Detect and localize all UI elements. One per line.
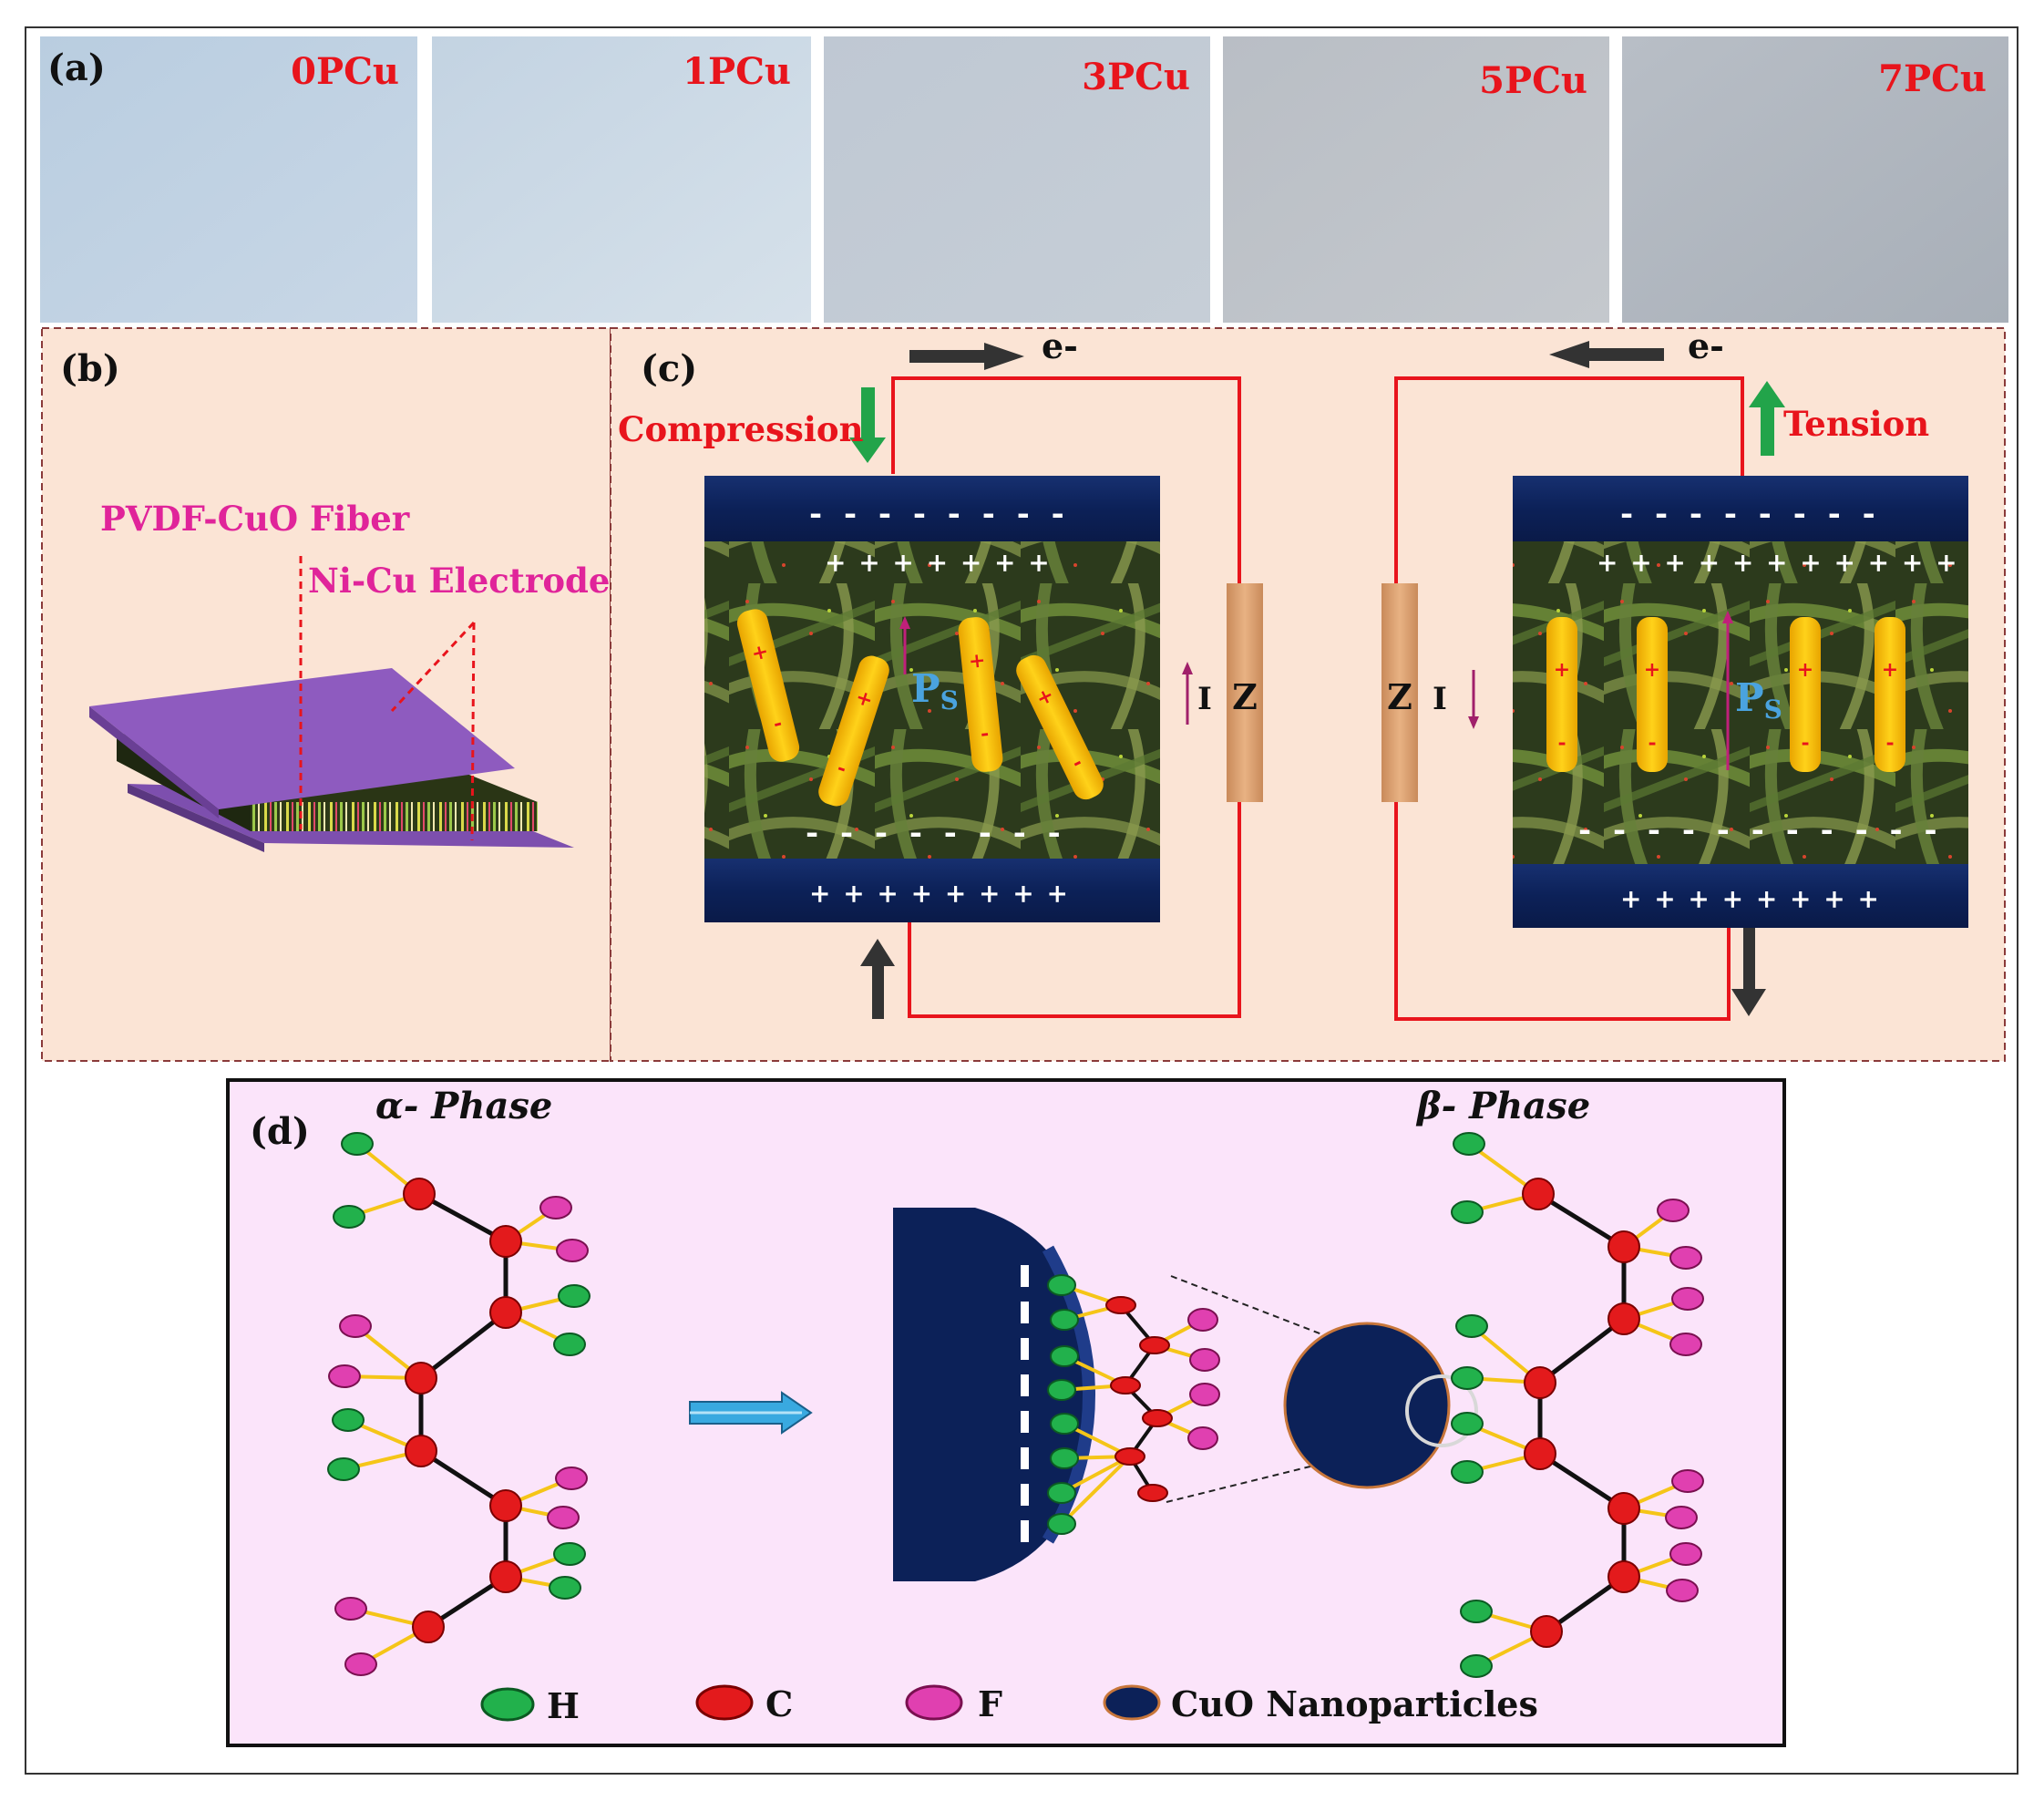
legend: H C F CuO Nanoparticles: [480, 1683, 1538, 1726]
left-top-electrode: [704, 476, 1160, 541]
sample-photo-0: [40, 36, 417, 323]
sample-label-1: 1PCu: [683, 50, 791, 93]
left-bottom-electrode-charge: + + + + + + + +: [809, 879, 1070, 909]
right-top-electrode: [1513, 476, 1968, 541]
dipole-plus: +: [968, 648, 987, 674]
panel-d: (d) α- Phase β- Phase: [226, 1078, 1786, 1747]
sample-photo-1: [432, 36, 811, 323]
cuo-particle-zoom: [893, 1208, 1436, 1581]
dipole-aligned-1: + -: [1546, 617, 1577, 772]
sample-photo-3: [1223, 36, 1609, 323]
panel-b: (b) PVDF-CuO Fiber Ni-Cu Electrode: [41, 327, 611, 1062]
dipole-tilted-4: + -: [1016, 654, 1104, 800]
panel-label-a: (a): [47, 46, 106, 89]
tension-arrow-bottom: [1731, 928, 1766, 1016]
legend-h-label: H: [547, 1685, 580, 1726]
dipole-minus: -: [1648, 731, 1656, 755]
legend-f-label: F: [978, 1683, 1002, 1724]
dipole-tilted-3: + -: [958, 617, 1003, 772]
compression-arrow: [849, 387, 886, 463]
dipole-tilted-1: + -: [736, 609, 800, 762]
electron-arrow-right: [909, 343, 1024, 370]
dipole-minus: -: [980, 721, 991, 746]
dipole-minus: -: [1557, 731, 1566, 755]
right-wire-top: [1394, 376, 1744, 583]
right-bottom-electrode-charge: + + + + + + + +: [1620, 884, 1881, 914]
fiber-layer-edge: [251, 802, 538, 831]
sample-label-3: 5PCu: [1479, 59, 1587, 102]
electrode-label: Ni-Cu Electrode: [308, 561, 610, 601]
right-top-electrode-charge: - - - - - - - -: [1620, 496, 1881, 532]
cuo-nanoparticle: [1283, 1322, 1451, 1489]
left-top-electrode-charge: - - - - - - - -: [809, 496, 1070, 532]
dipole-tilted-2: + -: [818, 655, 889, 807]
electrode-leader-2: [470, 622, 476, 841]
dipole-aligned-3: + -: [1790, 617, 1821, 772]
legend-cuo-marker: [1103, 1684, 1161, 1721]
right-resistor: [1381, 583, 1418, 802]
beta-phase-label: β- Phase: [1415, 1085, 1590, 1127]
dipole-aligned-2: + -: [1637, 617, 1668, 772]
right-impedance-label: Z: [1387, 676, 1412, 717]
left-top-surface-charge: + + + + + + +: [825, 548, 1052, 578]
right-bottom-electrode: [1513, 864, 1968, 928]
panel-c: (c) e- Compression - - - - - - - - + + +…: [610, 325, 2006, 1062]
right-current-label: I: [1433, 681, 1447, 717]
electron-label-right: e-: [1688, 325, 1724, 366]
legend-c-marker: [695, 1684, 754, 1721]
sample-label-2: 3PCu: [1082, 56, 1190, 98]
legend-cuo-label: CuO Nanoparticles: [1171, 1683, 1538, 1724]
tension-device: e- Tension - - - - - - - - + + + + + + +…: [1381, 325, 1968, 1021]
compression-label: Compression: [618, 409, 864, 449]
compression-device: e- Compression - - - - - - - - + + + + +…: [618, 325, 1263, 1019]
dipole-minus: -: [1801, 731, 1809, 755]
tension-label: Tension: [1783, 404, 1929, 444]
compression-arrow-bottom: [860, 939, 895, 1019]
ps-label-left: PS: [911, 666, 959, 715]
dipole-plus: +: [1644, 658, 1660, 682]
dipole-plus: +: [1797, 658, 1813, 682]
legend-h-marker: [480, 1687, 535, 1722]
panel-label-d: (d): [250, 1110, 310, 1153]
left-impedance-label: Z: [1232, 676, 1258, 717]
beta-chain: [1451, 1132, 1704, 1678]
left-bottom-surface-charge: - - - - - - - -: [806, 815, 1066, 851]
dipole-plus: +: [1554, 658, 1570, 682]
panel-a: (a) 0PCu 1PCu 3PCu 5PCu 7PCu: [40, 36, 2008, 323]
left-resistor: [1227, 583, 1263, 802]
dipole-plus: +: [1882, 658, 1898, 682]
left-bottom-electrode: [704, 859, 1160, 922]
ps-label-right: PS: [1735, 675, 1782, 725]
transition-arrow: [689, 1391, 813, 1435]
legend-c-label: C: [765, 1683, 793, 1724]
fiber-label: PVDF-CuO Fiber: [100, 499, 410, 539]
right-bottom-surface-charge: - - - - - - - - - - -: [1578, 812, 1943, 849]
sample-label-4: 7PCu: [1878, 57, 1987, 100]
zoom-circle: [1405, 1374, 1478, 1447]
legend-f-marker: [905, 1684, 963, 1721]
alpha-chain: [327, 1132, 591, 1676]
electron-label-left: e-: [1042, 325, 1078, 366]
sample-photo-4: [1622, 36, 2008, 323]
dipole-aligned-4: + -: [1875, 617, 1905, 772]
electron-arrow-left: [1549, 341, 1664, 368]
dipole-minus: -: [1885, 731, 1894, 755]
tension-arrow: [1749, 381, 1785, 456]
right-wire-bottom: [1394, 802, 1731, 1021]
panel-label-c: (c): [641, 347, 697, 390]
sample-label-0: 0PCu: [291, 50, 399, 93]
left-wire-bottom: [908, 802, 1241, 1018]
left-current-label: I: [1197, 681, 1212, 717]
alpha-phase-label: α- Phase: [375, 1085, 552, 1127]
panel-label-b: (b): [60, 347, 120, 390]
right-top-surface-charge: + + + + + + + + + + +: [1597, 548, 1959, 578]
outer-frame: [25, 26, 2018, 1775]
sample-photo-2: [824, 36, 1210, 323]
left-wire-top: [891, 376, 1241, 583]
